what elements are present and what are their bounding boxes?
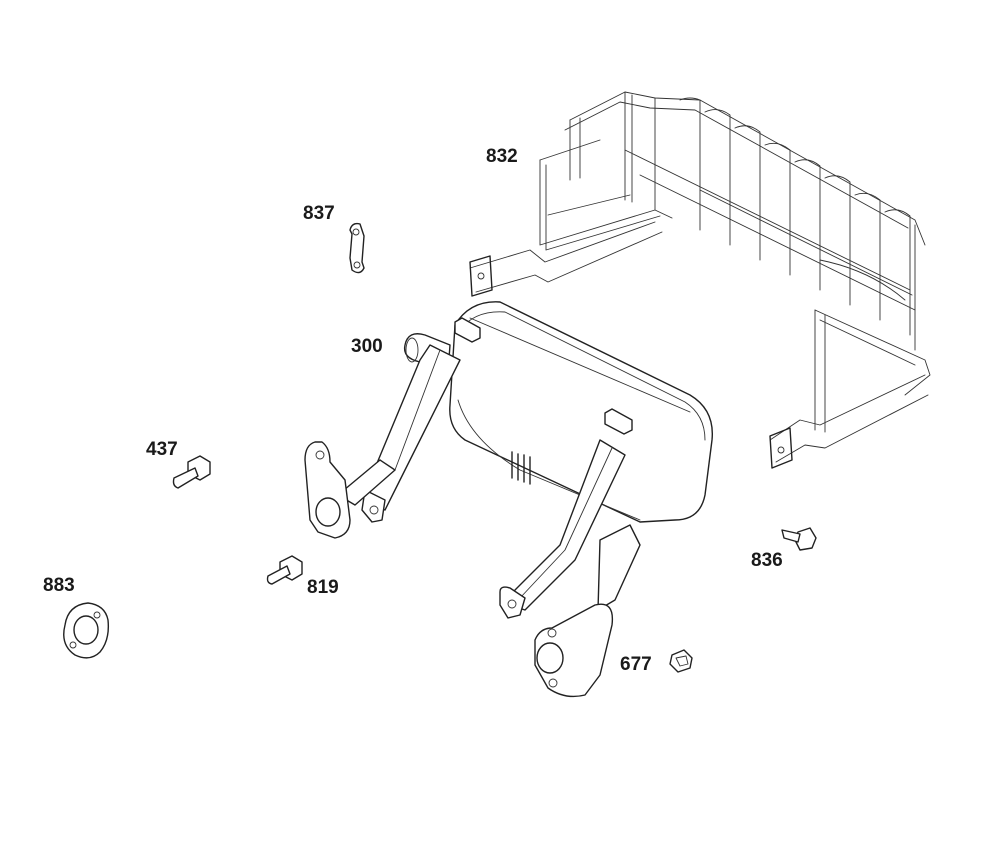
part-label-677: 677 [620,654,652,675]
wire-guard-cage-icon [469,91,931,469]
part-label-437: 437 [146,439,178,460]
bracket-plate-icon [349,222,365,274]
part-label-837: 837 [303,203,335,224]
part-label-836: 836 [751,550,783,571]
muffler-icon [304,301,714,698]
screw-icon [781,527,817,551]
gasket-icon [63,602,110,659]
part-label-832: 832 [486,146,518,167]
bolt-icon [266,555,303,585]
part-label-883: 883 [43,575,75,596]
bolt-icon [172,455,211,489]
part-label-300: 300 [351,336,383,357]
part-label-819: 819 [307,577,339,598]
nut-icon [669,649,693,673]
